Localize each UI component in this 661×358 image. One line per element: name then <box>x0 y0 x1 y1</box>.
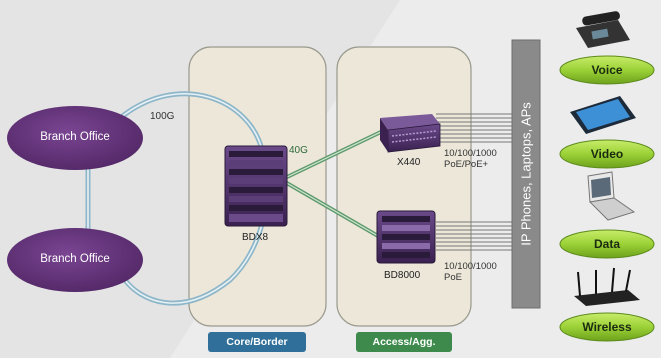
laptop-icon <box>587 171 636 221</box>
desk-phone-icon <box>576 11 630 48</box>
branch-office-top-label: Branch Office <box>40 131 110 143</box>
top-ports-poe: PoE/PoE+ <box>444 159 489 170</box>
data-label: Data <box>593 237 620 251</box>
bd8000-label: BD8000 <box>384 270 421 281</box>
endpoints-bar <box>511 39 541 309</box>
bd8000-chassis-icon <box>376 210 436 264</box>
wireless-pill <box>559 312 655 342</box>
core-device-label: BDX8 <box>242 232 269 243</box>
voice-label: Voice <box>591 63 623 77</box>
endpoints-bar-label: IP Phones, Laptops, APs <box>518 102 534 246</box>
bottom-port-cables <box>436 221 512 251</box>
core-border-tag: Core/Border <box>208 332 306 352</box>
branch-office-bottom-label: Branch Office <box>40 253 110 265</box>
bottom-ports-speed: 10/100/1000 <box>444 261 497 272</box>
video-label: Video <box>590 147 624 161</box>
data-pill <box>559 229 655 259</box>
tablet-icon <box>570 96 636 134</box>
access-zone <box>336 46 472 327</box>
top-ports-speed: 10/100/1000 <box>444 148 497 159</box>
ring-speed-label: 100G <box>150 111 175 122</box>
bottom-ports-poe: PoE <box>444 272 462 283</box>
wireless-label: Wireless <box>582 320 632 334</box>
endpoints-bar-text-wrap: IP Phones, Laptops, APs <box>512 40 540 308</box>
video-pill <box>559 139 655 169</box>
core-chassis-icon <box>224 145 288 227</box>
voice-pill <box>559 55 655 85</box>
branch-office-bottom <box>7 228 143 292</box>
branch-office-top <box>7 106 143 170</box>
access-agg-tag: Access/Agg. <box>356 332 452 352</box>
wireless-router-icon <box>574 267 640 306</box>
uplink-speed-label: 40G <box>289 145 308 156</box>
top-port-cables <box>436 113 512 143</box>
x440-switch-icon <box>380 114 441 153</box>
uplinks <box>283 128 387 242</box>
x440-label: X440 <box>397 157 421 168</box>
